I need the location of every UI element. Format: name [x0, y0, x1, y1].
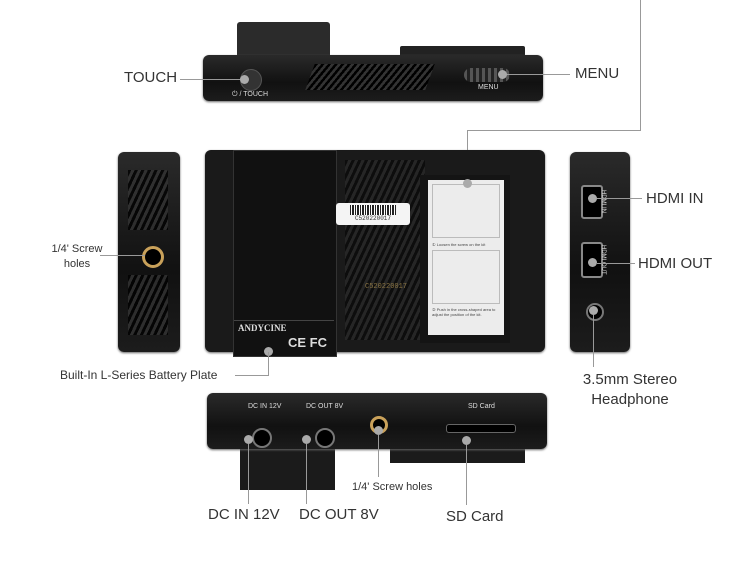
headphone-callout: 3.5mm Stereo Headphone	[560, 370, 700, 410]
callout-line	[306, 444, 307, 504]
hdmi-in-callout: HDMI IN	[646, 190, 704, 207]
card-diagram	[432, 250, 500, 304]
touch-callout: TOUCH	[124, 69, 178, 86]
dc-out-printed: DC OUT 8V	[306, 403, 344, 410]
brand-text: ANDYCINE	[238, 323, 287, 333]
vent-grille	[128, 170, 168, 230]
touch-printed: ⏻ / TOUCH	[232, 91, 269, 98]
battery-bracket	[240, 445, 335, 490]
callout-line	[180, 79, 245, 80]
callout-dot	[244, 435, 253, 444]
dc-in-printed: DC IN 12V	[248, 403, 282, 410]
callout-line	[597, 198, 642, 199]
card-step-2: ② Push in the cross-shaped area to adjus…	[432, 307, 496, 317]
hdmi-in-printed: HDMI IN	[600, 190, 606, 213]
callout-dot	[264, 347, 273, 356]
callout-dot	[302, 435, 311, 444]
battery-plate-callout: Built-In L-Series Battery Plate	[60, 368, 218, 382]
callout-line	[593, 315, 594, 367]
callout-line	[248, 444, 249, 504]
vent-grille	[305, 64, 435, 90]
battery-label: ANDYCINE CE FC	[234, 320, 334, 356]
card-step-1: ① Loosen the screw on the kit	[432, 242, 486, 247]
headphone-callout-line2: Headphone	[591, 391, 669, 408]
card-diagram	[432, 184, 500, 238]
vent-grille	[345, 160, 425, 340]
screw-callout-bottom: 1/4' Screw holes	[352, 481, 433, 493]
callout-dot	[463, 179, 472, 188]
callout-line	[597, 263, 635, 264]
sd-printed: SD Card	[468, 403, 495, 410]
callout-line	[640, 0, 641, 131]
sd-card-slot[interactable]	[446, 424, 516, 433]
instruction-card: ① Loosen the screw on the kit ② Push in …	[428, 180, 504, 335]
callout-line	[268, 352, 269, 376]
barcode-label: C520220017	[336, 203, 410, 225]
vent-grille	[128, 275, 168, 335]
callout-dot	[589, 306, 598, 315]
hdmi-out-printed: HDMI OUT	[600, 245, 606, 275]
callout-line	[467, 130, 641, 131]
callout-line	[235, 375, 269, 376]
callout-dot	[374, 426, 383, 435]
sd-callout: SD Card	[446, 508, 504, 525]
menu-callout: MENU	[575, 65, 620, 82]
serial-text: C520220017	[354, 215, 391, 222]
barcode	[350, 205, 396, 215]
callout-line	[100, 255, 145, 256]
callout-line	[505, 74, 570, 75]
dc-out-port[interactable]	[315, 428, 335, 448]
menu-printed: MENU	[478, 84, 499, 91]
cert-marks: CE FC	[288, 335, 327, 350]
callout-dot	[462, 436, 471, 445]
dc-in-port[interactable]	[252, 428, 272, 448]
callout-dot	[498, 70, 507, 79]
hdmi-out-callout: HDMI OUT	[638, 255, 713, 272]
screw-callout-left: 1/4' Screw holes	[51, 243, 103, 270]
callout-dot	[588, 194, 597, 203]
callout-dot	[240, 75, 249, 84]
headphone-callout-line1: 3.5mm Stereo	[582, 371, 678, 388]
screw-hole	[142, 246, 164, 268]
callout-dot	[588, 258, 597, 267]
dc-out-callout: DC OUT 8V	[299, 506, 379, 523]
callout-line	[378, 435, 379, 477]
bottom-rail	[390, 445, 525, 463]
dc-in-callout: DC IN 12V	[208, 506, 280, 523]
engraved-serial: C520220017	[365, 283, 408, 291]
callout-line	[466, 445, 467, 505]
